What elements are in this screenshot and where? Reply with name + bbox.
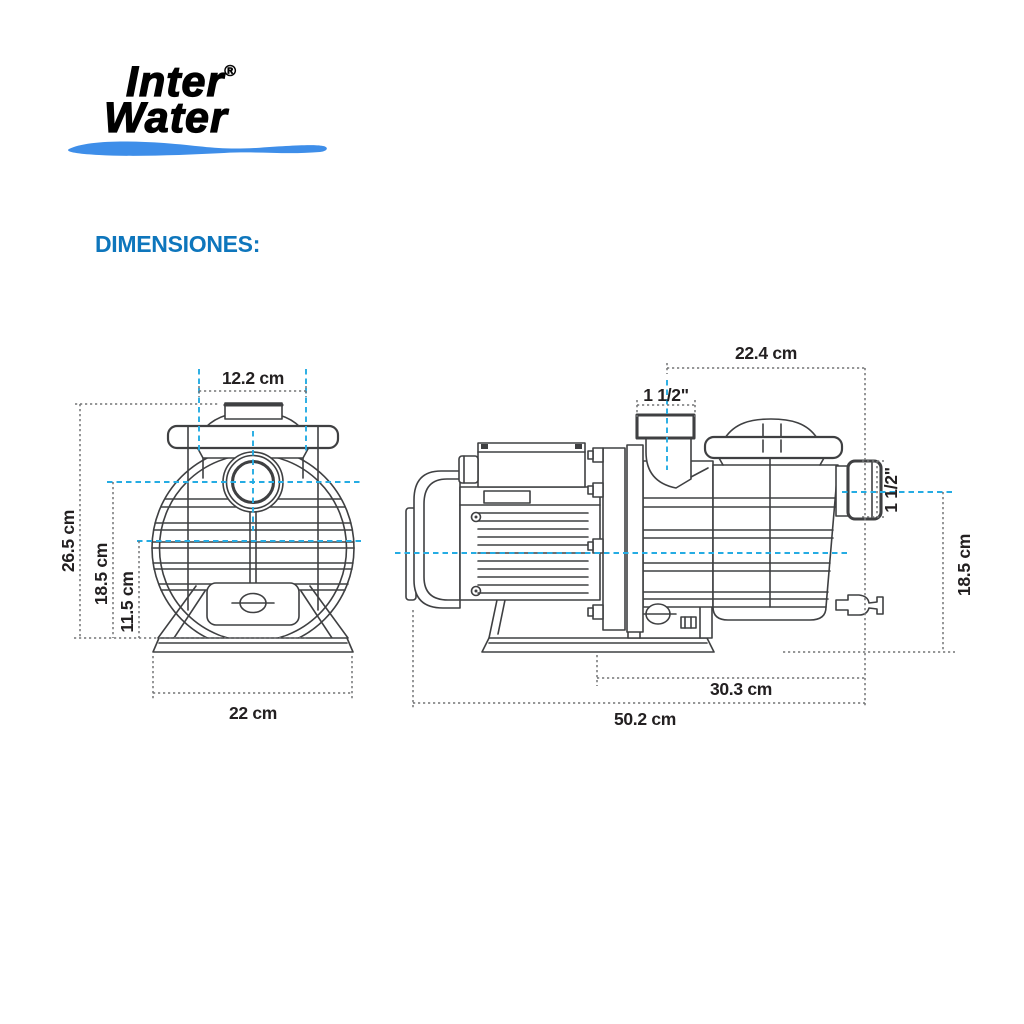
dim-side-strainer-top-width-label: 22.4 cm bbox=[735, 343, 797, 363]
dim-side-inlet-port-label: 1 1/2" bbox=[643, 385, 688, 405]
dim-side-rear-line bbox=[596, 655, 865, 686]
dim-side-total-length-label: 50.2 cm bbox=[614, 709, 676, 729]
terminal-box bbox=[477, 442, 586, 488]
outlet-port bbox=[835, 459, 883, 521]
lid-knob bbox=[223, 402, 284, 420]
side-view-drawing bbox=[405, 413, 884, 653]
strainer-lid-handle bbox=[762, 423, 782, 438]
terminal-box-screw-left bbox=[481, 444, 488, 449]
brand-logo: Inter® Water bbox=[103, 54, 236, 140]
motor-bolts bbox=[470, 511, 482, 597]
dim-front-total-height-label: 26.5 cm bbox=[58, 510, 78, 572]
pedestal bbox=[157, 585, 349, 639]
front-view-drawing bbox=[151, 402, 355, 653]
dim-side-rear-length-label: 30.3 cm bbox=[710, 679, 772, 699]
hose-clip bbox=[835, 594, 884, 616]
dim-front-inlet-center-height-label: 18.5 cm bbox=[91, 543, 111, 605]
brand-line1: Inter® bbox=[125, 54, 236, 104]
brand-line2: Water bbox=[103, 96, 236, 140]
motor bbox=[405, 442, 601, 609]
motor-body bbox=[459, 486, 601, 601]
terminal-box-screw-right bbox=[575, 444, 582, 449]
inlet-port bbox=[635, 413, 709, 489]
lid-flange-joints bbox=[187, 425, 319, 449]
brand-name-water: Water bbox=[103, 94, 228, 142]
page-title: DIMENSIONES: bbox=[95, 231, 261, 257]
seal-plate bbox=[587, 444, 644, 633]
tank-neck-edges bbox=[202, 457, 304, 479]
front-base-plate bbox=[152, 637, 354, 653]
motor-foot bbox=[488, 599, 506, 639]
seal-plate-bolts bbox=[587, 447, 604, 620]
dim-front-lower-height-label: 11.5 cm bbox=[117, 571, 137, 632]
strainer-lid-handle-notch bbox=[762, 439, 782, 453]
lid-flange bbox=[166, 424, 340, 450]
dim-front-top-line bbox=[198, 386, 307, 397]
dim-front-height-line bbox=[74, 403, 308, 639]
registered-mark: ® bbox=[224, 63, 236, 81]
dim-front-base-line bbox=[152, 656, 353, 700]
dim-front-top-width-label: 12.2 cm bbox=[222, 368, 284, 388]
brand-name-inter: Inter bbox=[125, 58, 225, 106]
dim-front-base-width-label: 22 cm bbox=[229, 703, 277, 723]
dim-side-outlet-port-label: 1 1/2" bbox=[881, 467, 901, 512]
centerlines bbox=[107, 369, 953, 554]
dim-side-outlet-center-height-label: 18.5 cm bbox=[954, 534, 974, 596]
strainer-lid-flange bbox=[703, 435, 844, 460]
side-drain-plug bbox=[639, 603, 697, 629]
strainer-pot bbox=[712, 464, 839, 621]
dimension-lines bbox=[74, 363, 955, 708]
dim-side-total-line bbox=[412, 610, 865, 708]
dim-side-outlet-line bbox=[862, 460, 884, 518]
logo-underline-stroke bbox=[68, 141, 327, 156]
side-rib-bands bbox=[642, 457, 837, 608]
cable-gland bbox=[458, 455, 479, 484]
motor-end-cap bbox=[413, 470, 461, 609]
front-drain-plug bbox=[231, 592, 275, 614]
pump-body-ribs bbox=[151, 447, 355, 611]
dim-side-top-line bbox=[666, 363, 866, 708]
dimension-labels: 12.2 cm 26.5 cm 18.5 cm 11.5 cm 22 cm 22… bbox=[58, 343, 974, 729]
motor-nameplate bbox=[483, 490, 531, 504]
strainer-lid-dome bbox=[724, 418, 818, 439]
side-base-plate bbox=[481, 637, 715, 653]
motor-end-cap-seam bbox=[423, 478, 461, 601]
dim-side-height-line bbox=[783, 492, 955, 653]
